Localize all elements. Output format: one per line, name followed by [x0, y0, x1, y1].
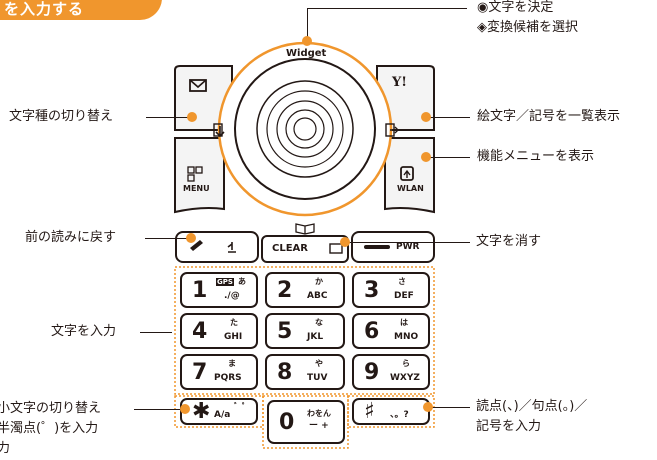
key-4-kana: た [230, 318, 238, 327]
callout-erase: 文字を消す [476, 234, 542, 249]
key-7-sub: PQRS [214, 373, 242, 383]
key-9-kana: ら [402, 359, 410, 368]
yahoo-icon[interactable]: Y! [392, 75, 407, 90]
key-3-kana: さ [398, 277, 406, 286]
marker-punct [423, 402, 433, 412]
section-header-tab: を入力する [0, 0, 162, 20]
key-8-kana: や [315, 359, 323, 368]
marker-char-type [187, 112, 197, 122]
phone-keypad-illustration: Widget Y! MENU WLAN CLEAR PWR 1 GPS あ ./… [172, 34, 437, 460]
key-5-digit: 5 [277, 319, 293, 344]
clear-key-label[interactable]: CLEAR [272, 243, 308, 254]
key-5[interactable]: 5 な JKL [265, 313, 345, 349]
key-1-digit: 1 [192, 278, 208, 303]
key-6-digit: 6 [364, 319, 380, 344]
key-2[interactable]: 2 か ABC [265, 272, 345, 308]
key-4-digit: 4 [192, 319, 208, 344]
leader-small [134, 409, 184, 410]
callout-input: 文字を入力 [51, 324, 117, 339]
callout-punct-1: 読点(、)／句点(。)／ [476, 399, 588, 414]
key-7-kana: ま [228, 359, 236, 368]
key-6-kana: は [400, 318, 408, 327]
key-8-digit: 8 [277, 360, 293, 385]
callout-small-2: 半濁点(゜)を入力 [0, 421, 99, 436]
marker-nav-key [302, 36, 312, 46]
gps-badge: GPS [216, 278, 234, 286]
key-asterisk-symbol: ✱ [192, 399, 211, 424]
callout-decide: ◉文字を決定 [477, 0, 554, 15]
pwr-key-label[interactable]: PWR [396, 242, 420, 252]
key-asterisk[interactable]: ✱ ゛゜ A/a [180, 398, 258, 425]
marker-erase [340, 237, 350, 247]
callout-small-1: 小文字の切り替え [0, 401, 102, 416]
key-2-digit: 2 [277, 278, 293, 303]
key-6[interactable]: 6 は MNO [352, 313, 430, 349]
callout-punct-2: 記号を入力 [476, 419, 542, 434]
wlan-label: WLAN [397, 184, 424, 193]
key-hash[interactable]: ♯ 、。? [352, 398, 430, 425]
key-3[interactable]: 3 さ DEF [352, 272, 430, 308]
key-hash-sub: 、。? [390, 410, 409, 420]
callout-emoji: 絵文字／記号を一覧表示 [477, 109, 621, 124]
key-0[interactable]: 0 わをん ー + [267, 400, 345, 444]
key-8-sub: TUV [307, 373, 328, 383]
key-asterisk-kana: ゛゜ [234, 402, 250, 411]
callout-back: 前の読みに戻す [25, 230, 117, 245]
key-0-kana: わをん [307, 409, 331, 418]
key-9[interactable]: 9 ら WXYZ [352, 354, 430, 390]
key-4[interactable]: 4 た GHI [180, 313, 258, 349]
leader-emoji [425, 117, 470, 118]
marker-func-menu [421, 152, 431, 162]
leader-char-type [146, 117, 192, 118]
phone-body-svg [174, 41, 435, 449]
marker-emoji [421, 112, 431, 122]
key-8[interactable]: 8 や TUV [265, 354, 345, 390]
callout-func-menu: 機能メニューを表示 [477, 149, 595, 164]
key-9-sub: WXYZ [390, 373, 420, 383]
callout-select: ◈変換候補を選択 [477, 20, 578, 35]
leader-func-menu [425, 157, 470, 158]
key-asterisk-sub: A/a [214, 410, 231, 420]
key-1[interactable]: 1 GPS あ ./@ [180, 272, 258, 308]
key-9-digit: 9 [364, 360, 380, 385]
key-hash-symbol: ♯ [364, 399, 375, 424]
section-header-title: を入力する [4, 0, 85, 18]
marker-back [186, 233, 196, 243]
callout-small-3: 力 [0, 441, 11, 456]
marker-small [180, 404, 190, 414]
leader-decide-v [307, 8, 308, 38]
key-2-sub: ABC [307, 291, 328, 301]
key-2-kana: か [315, 277, 323, 286]
key-7-digit: 7 [192, 360, 208, 385]
menu-label: MENU [183, 184, 210, 193]
leader-decide [307, 8, 467, 9]
key-3-sub: DEF [394, 291, 414, 301]
key-3-digit: 3 [364, 278, 380, 303]
key-0-sub: ー + [309, 421, 329, 431]
leader-input [140, 332, 172, 333]
key-1-kana: あ [238, 277, 246, 286]
key-0-digit: 0 [279, 410, 295, 435]
leader-back [145, 238, 190, 239]
widget-label: Widget [286, 48, 327, 59]
key-7[interactable]: 7 ま PQRS [180, 354, 258, 390]
key-1-sub: ./@ [224, 291, 240, 301]
leader-punct [428, 407, 470, 408]
key-4-sub: GHI [224, 332, 243, 342]
key-5-kana: な [315, 318, 323, 327]
key-5-sub: JKL [307, 332, 324, 342]
callout-char-type: 文字種の切り替え [9, 109, 114, 124]
leader-erase [345, 242, 470, 243]
key-6-sub: MNO [394, 332, 419, 342]
